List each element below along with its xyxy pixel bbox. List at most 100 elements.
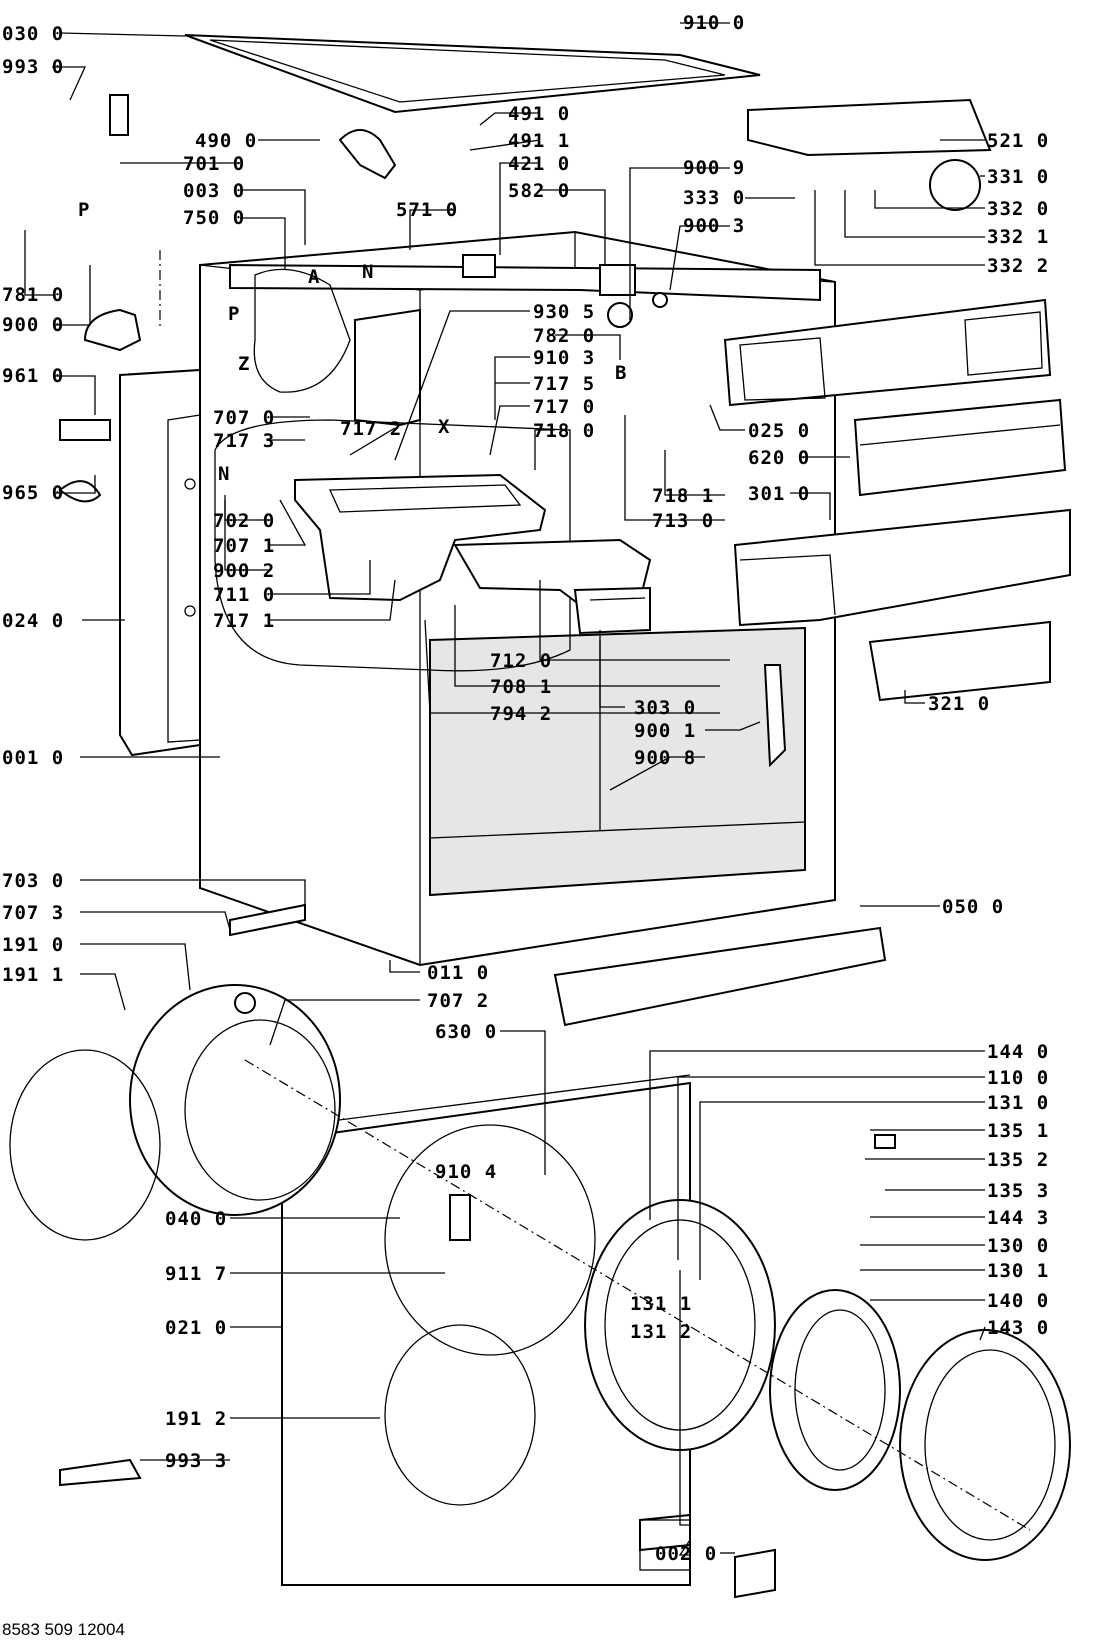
marker-n: N: [362, 261, 374, 283]
side-panel: [119, 368, 201, 757]
part-label: 025 0: [748, 420, 810, 442]
part-label: 331 0: [987, 166, 1049, 188]
part-label: 717 5: [533, 373, 595, 395]
part-label: 491 1: [508, 130, 570, 152]
part-label: 332 1: [987, 226, 1049, 248]
part-label: 718 0: [533, 420, 595, 442]
part-label: 707 1: [213, 535, 275, 557]
part-label: 011 0: [427, 962, 489, 984]
part-label: 110 0: [987, 1067, 1049, 1089]
part-label: 961 0: [2, 365, 64, 387]
part-label: 491 0: [508, 103, 570, 125]
part-label: 993 3: [165, 1450, 227, 1472]
part-label: 144 3: [987, 1207, 1049, 1229]
part-label: 750 0: [183, 207, 245, 229]
part-label: 135 1: [987, 1120, 1049, 1142]
marker-n: N: [218, 463, 230, 485]
part-label: 900 9: [683, 157, 745, 179]
cabinet-body: [199, 230, 836, 967]
part-label: 333 0: [683, 187, 745, 209]
part-label: 794 2: [490, 703, 552, 725]
part-label: 717 1: [213, 610, 275, 632]
part-label: 050 0: [942, 896, 1004, 918]
part-label: 910 4: [435, 1161, 497, 1183]
part-label: 620 0: [748, 447, 810, 469]
part-label: 707 2: [427, 990, 489, 1012]
plinth: [553, 926, 887, 1027]
part-label: 900 2: [213, 560, 275, 582]
part-label: 321 0: [928, 693, 990, 715]
part-label: 707 0: [213, 407, 275, 429]
marker-p: P: [228, 303, 240, 325]
front-panel: [281, 1074, 691, 1586]
part-label: 713 0: [652, 510, 714, 532]
part-label: 144 0: [987, 1041, 1049, 1063]
part-label: 993 0: [2, 56, 64, 78]
part-label: 332 2: [987, 255, 1049, 277]
part-label: 900 3: [683, 215, 745, 237]
part-label: 930 5: [533, 301, 595, 323]
marker-x: X: [438, 416, 450, 438]
part-label: 131 0: [987, 1092, 1049, 1114]
part-label: 782 0: [533, 325, 595, 347]
connection-markers: P P A Z N N B X: [78, 199, 627, 485]
document-code: 8583 509 12004: [2, 1620, 125, 1639]
part-label: 900 8: [634, 747, 696, 769]
part-label: 582 0: [508, 180, 570, 202]
part-label: 021 0: [165, 1317, 227, 1339]
part-label: 718 1: [652, 485, 714, 507]
part-label: 131 2: [630, 1321, 692, 1343]
part-label: 702 0: [213, 510, 275, 532]
part-label: 965 0: [2, 482, 64, 504]
part-label: 130 0: [987, 1235, 1049, 1257]
part-label: 421 0: [508, 153, 570, 175]
part-label: 003 0: [183, 180, 245, 202]
marker-z: Z: [238, 353, 250, 375]
part-label: 301 0: [748, 483, 810, 505]
part-label: 711 0: [213, 584, 275, 606]
small-parts: [58, 94, 896, 1599]
detergent-dispenser: [294, 473, 652, 635]
axis-line: [244, 1059, 1031, 1531]
part-label: 910 3: [533, 347, 595, 369]
part-label: 900 1: [634, 720, 696, 742]
part-label: 630 0: [435, 1021, 497, 1043]
part-label: 781 0: [2, 284, 64, 306]
part-label: 910 0: [683, 12, 745, 34]
part-label: 712 0: [490, 650, 552, 672]
tub-front-ring: [9, 984, 341, 1241]
inlet-assembly-outline: [253, 268, 351, 393]
part-label: 001 0: [2, 747, 64, 769]
part-label: 191 2: [165, 1408, 227, 1430]
part-label: 002 0: [655, 1543, 717, 1565]
part-label: 303 0: [634, 697, 696, 719]
leader-lines: [24, 22, 986, 1556]
part-label: 701 0: [183, 153, 245, 175]
part-label: 717 0: [533, 396, 595, 418]
part-label: 191 0: [2, 934, 64, 956]
top-cover: [184, 34, 761, 114]
part-label: 490 0: [195, 130, 257, 152]
marker-b: B: [615, 362, 627, 384]
part-label: 717 2: [340, 418, 402, 440]
part-label: 131 1: [630, 1293, 692, 1315]
control-panel-parts: [723, 98, 1071, 702]
part-label: 040 0: [165, 1208, 227, 1230]
door-glass: [769, 1289, 901, 1491]
door-seal: [384, 1324, 536, 1506]
detergent-assembly-outline: [214, 419, 571, 672]
part-label: 140 0: [987, 1290, 1049, 1312]
part-label: 521 0: [987, 130, 1049, 152]
part-label: 703 0: [2, 870, 64, 892]
part-label: 030 0: [2, 23, 64, 45]
part-label: 571 0: [396, 199, 458, 221]
part-label: 130 1: [987, 1260, 1049, 1282]
part-label: 135 2: [987, 1149, 1049, 1171]
part-label: 024 0: [2, 610, 64, 632]
part-label: 900 0: [2, 314, 64, 336]
part-label: 135 3: [987, 1180, 1049, 1202]
marker-p: P: [78, 199, 90, 221]
part-label: 191 1: [2, 964, 64, 986]
part-label: 708 1: [490, 676, 552, 698]
